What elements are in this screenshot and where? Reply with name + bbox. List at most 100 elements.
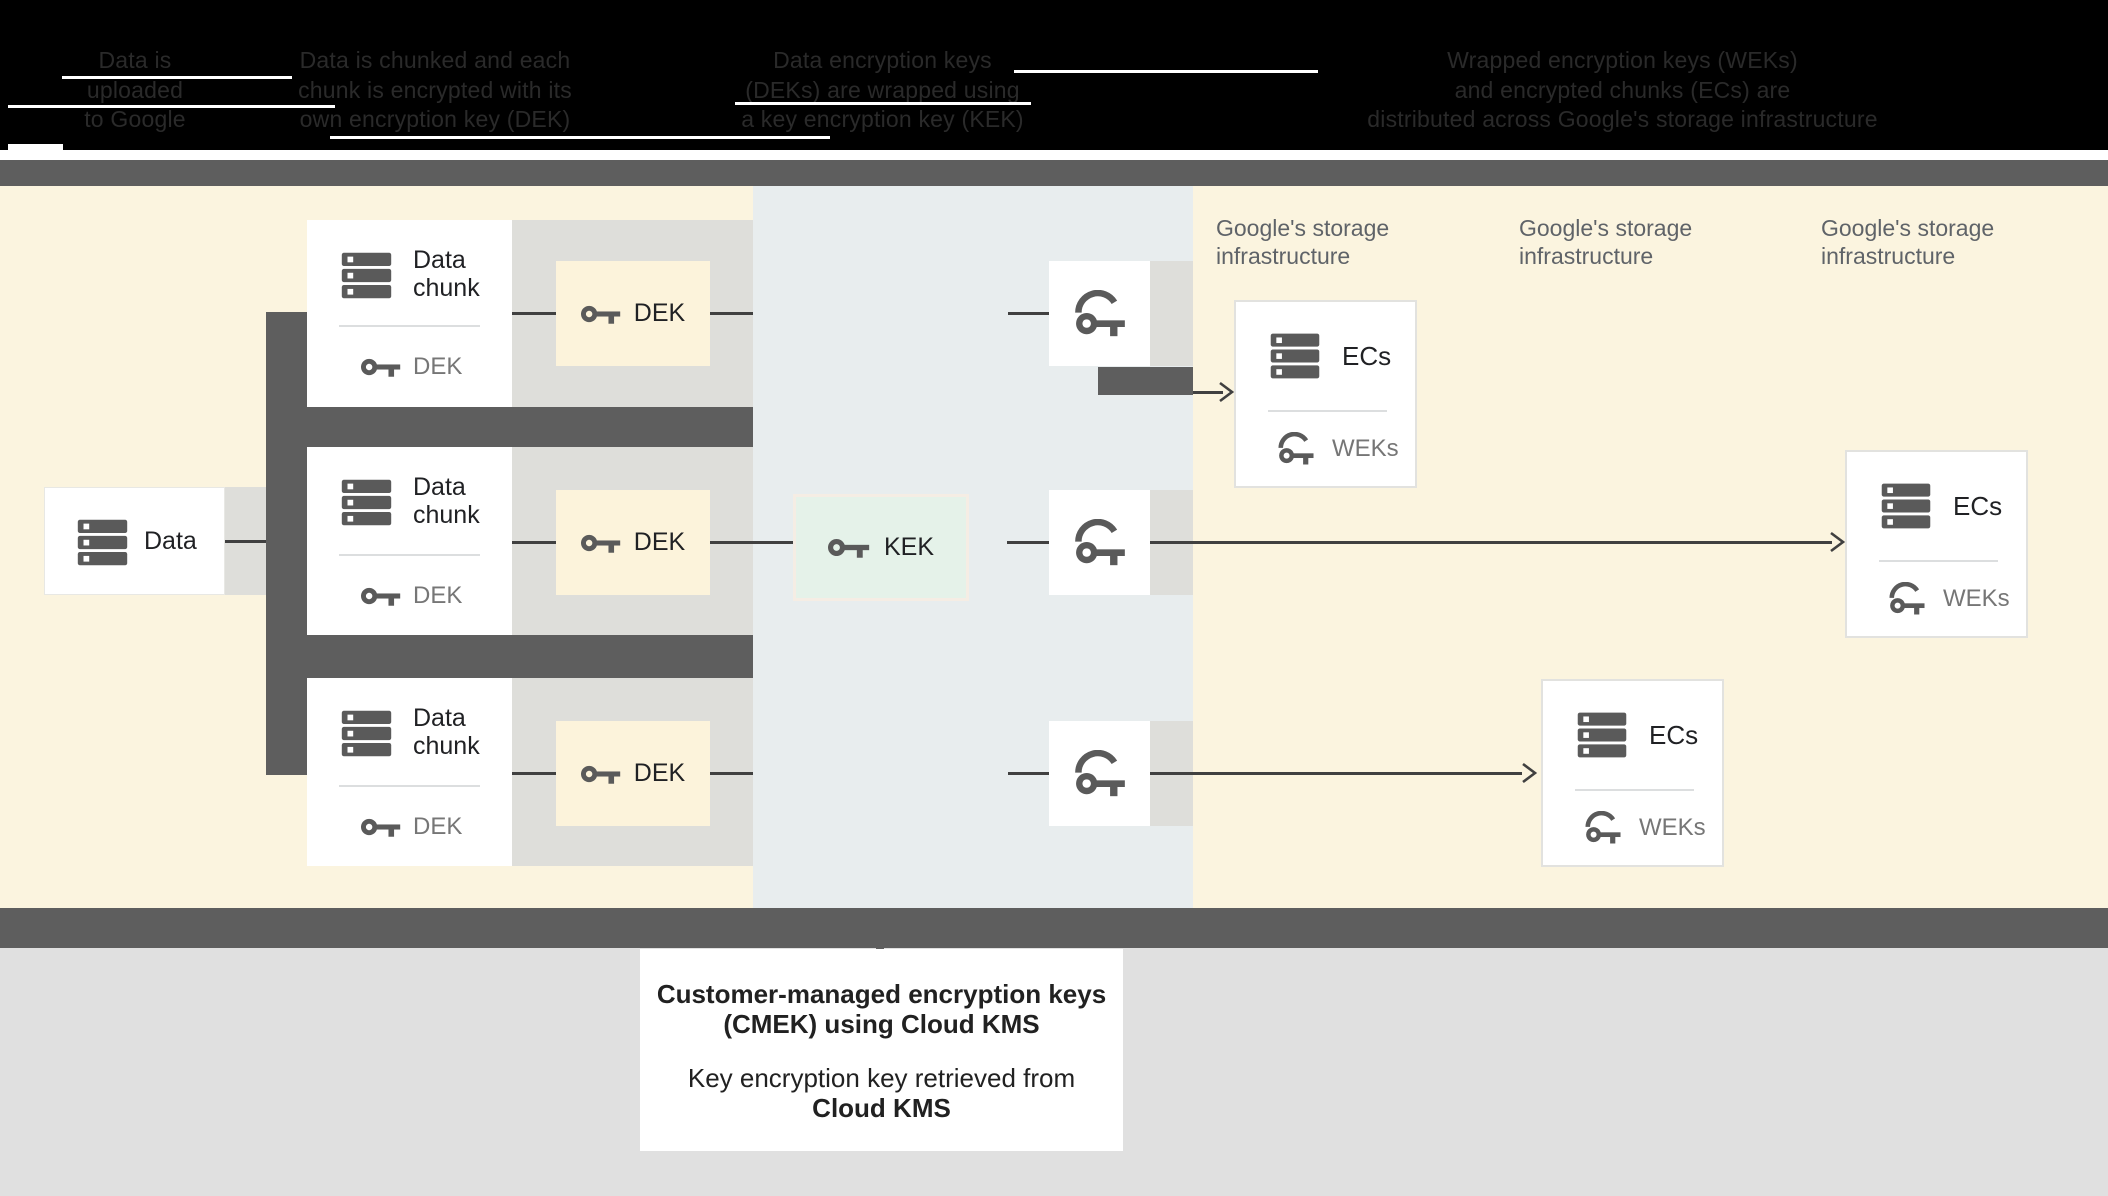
storage-icon — [338, 247, 395, 304]
artifact-line — [62, 76, 292, 79]
caption-line: distributed across Google's storage infr… — [1367, 106, 1878, 132]
caption-wrapping: Data encryption keys (DEKs) are wrapped … — [700, 46, 1065, 135]
storage-icon — [338, 705, 395, 762]
header-caption-bar: Data is uploaded to Google Data is chunk… — [0, 0, 2108, 152]
top-divider-band — [0, 160, 2108, 186]
connector-line — [512, 312, 556, 315]
storage-icon — [1878, 478, 1934, 534]
callout-body-line: Key encryption key retrieved from — [687, 1063, 1076, 1093]
connector-line — [1008, 312, 1049, 315]
arrowhead-icon — [1828, 531, 1846, 553]
divider — [339, 554, 480, 556]
artifact-line — [8, 105, 335, 108]
data-chunk-card: Data chunk DEK — [307, 447, 512, 635]
ecs-label: ECs — [1649, 719, 1699, 750]
artifact-line — [735, 102, 1031, 105]
caption-line: (DEKs) are wrapped using — [745, 76, 1020, 103]
dek-box-label: DEK — [633, 759, 686, 787]
key-icon — [828, 534, 870, 561]
wrapped-key-bar — [1098, 367, 1193, 395]
wrapped-key-box — [1049, 490, 1150, 595]
title-line: Data — [413, 246, 466, 274]
data-chunk-card: Data chunk DEK — [307, 678, 512, 866]
caption-chunking: Data is chunked and each chunk is encryp… — [255, 46, 615, 135]
artifact-line — [330, 136, 830, 139]
key-icon — [361, 354, 401, 380]
wrapped-key-icon — [1887, 582, 1927, 615]
key-icon — [581, 301, 621, 327]
storage-icon — [338, 474, 395, 531]
divider — [1575, 789, 1694, 791]
row-separator-bar — [307, 635, 753, 678]
wrapped-key-box — [1049, 721, 1150, 826]
gap — [0, 150, 2108, 160]
wrapped-key-icon — [1583, 811, 1623, 844]
wrapped-key-icon — [1073, 290, 1127, 337]
callout-heading: Customer-managed encryption keys (CMEK) … — [640, 949, 1123, 1039]
label-line: infrastructure — [1216, 243, 1351, 269]
data-box: Data — [44, 487, 225, 595]
row-separator-bar — [307, 407, 753, 447]
callout-heading-line: (CMEK) using Cloud KMS — [723, 1009, 1040, 1039]
dek-box: DEK — [556, 490, 710, 595]
caption-line: to Google — [84, 106, 186, 132]
data-chunk-card: Data chunk DEK — [307, 220, 512, 407]
title-line: Data — [413, 473, 466, 501]
caption-line: chunk is encrypted with its — [298, 76, 572, 103]
dek-label: DEK — [413, 813, 463, 840]
ecs-card: ECs WEKs — [1234, 300, 1417, 488]
chunk-title: Data chunk — [413, 704, 480, 760]
label-line: infrastructure — [1519, 243, 1654, 269]
arrow-line — [1193, 391, 1223, 394]
wrapped-key-icon — [1073, 750, 1127, 797]
label-line: Google's storage — [1519, 215, 1693, 241]
connector-line — [710, 312, 753, 315]
weks-label: WEKs — [1332, 434, 1399, 462]
dek-box: DEK — [556, 261, 710, 366]
arrowhead-icon — [1520, 762, 1538, 784]
label-line: Google's storage — [1821, 215, 1995, 241]
artifact-line — [1014, 70, 1318, 73]
caption-line: uploaded — [86, 76, 184, 103]
key-strip — [1150, 261, 1193, 366]
caption-line: Wrapped encryption keys (WEKs) — [1447, 47, 1798, 73]
wrapped-key-icon — [1276, 432, 1316, 465]
dek-box-label: DEK — [633, 528, 686, 556]
cmek-callout: Customer-managed encryption keys (CMEK) … — [640, 949, 1123, 1151]
caption-line: Data is chunked and each — [299, 47, 571, 73]
label-line: infrastructure — [1821, 243, 1956, 269]
title-line: Data — [413, 704, 466, 732]
label-line: Google's storage — [1216, 215, 1390, 241]
storage-icon — [1267, 328, 1323, 384]
key-icon — [361, 814, 401, 840]
connector-line — [225, 540, 266, 543]
chunk-title: Data chunk — [413, 473, 480, 529]
caption-upload: Data is uploaded to Google — [20, 46, 250, 135]
caption-line: Data encryption keys — [773, 47, 992, 73]
key-icon — [581, 761, 621, 787]
connector-line — [1008, 772, 1049, 775]
divider — [1268, 410, 1387, 412]
ecs-card: ECs WEKs — [1845, 450, 2028, 638]
storage-infrastructure-label: Google's storage infrastructure — [1519, 214, 1692, 270]
dek-label: DEK — [413, 582, 463, 609]
caption-line: and encrypted chunks (ECs) are — [1454, 76, 1791, 103]
storage-infrastructure-label: Google's storage infrastructure — [1216, 214, 1389, 270]
storage-icon — [1574, 707, 1630, 763]
connector-line — [512, 772, 556, 775]
caption-line: a key encryption key (KEK) — [741, 106, 1024, 132]
caption-line: own encryption key (DEK) — [299, 106, 571, 132]
ecs-label: ECs — [1342, 340, 1392, 371]
wrapped-key-box — [1049, 261, 1150, 366]
trunk-connector — [266, 312, 307, 775]
caption-line: Data is — [98, 47, 172, 73]
divider — [339, 785, 480, 787]
weks-label: WEKs — [1943, 584, 2010, 612]
artifact-line — [8, 144, 63, 152]
ecs-card: ECs WEKs — [1541, 679, 1724, 867]
divider — [1879, 560, 1998, 562]
key-icon — [361, 583, 401, 609]
dek-box: DEK — [556, 721, 710, 826]
arrow-line — [1150, 772, 1522, 775]
callout-body-line-bold: Cloud KMS — [812, 1093, 951, 1123]
